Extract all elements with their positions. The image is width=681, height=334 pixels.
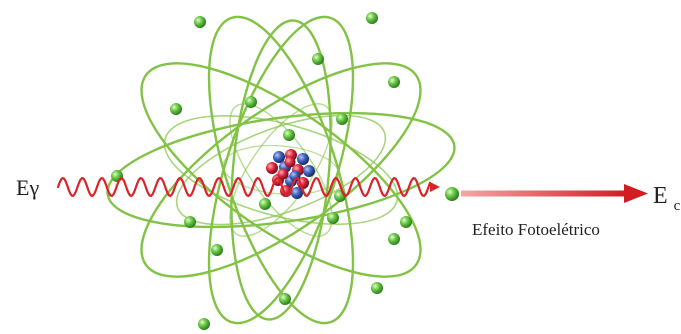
proton [284, 156, 296, 168]
effect-caption: Efeito Fotoelétrico [472, 220, 600, 239]
electron [312, 53, 324, 65]
orbit-7 [163, 114, 399, 226]
electron [371, 282, 383, 294]
orbit-11 [222, 144, 340, 196]
electron-energy-label-main: E [653, 183, 668, 209]
orbit-4 [207, 15, 355, 325]
electron [366, 12, 378, 24]
electron [400, 216, 412, 228]
electron [111, 170, 123, 182]
electron [279, 293, 291, 305]
electron-energy-label: E c [653, 183, 681, 214]
neutron [291, 187, 303, 199]
electron [184, 216, 196, 228]
electron [388, 233, 400, 245]
neutron [297, 153, 309, 165]
right-arrow-icon [624, 184, 648, 203]
electrons [111, 12, 459, 330]
ejected-electron-arrow [461, 184, 648, 203]
orbit-9 [229, 103, 333, 237]
electron [245, 96, 257, 108]
electron [388, 76, 400, 88]
photon-arrowhead [430, 182, 440, 192]
arrow-shaft [461, 190, 626, 197]
orbit-8 [175, 114, 387, 226]
neutron [273, 151, 285, 163]
electron-energy-label-sub: c [674, 198, 681, 214]
atom-orbits [106, 15, 456, 325]
electron [336, 113, 348, 125]
photon-wave [56, 176, 432, 198]
electron [170, 103, 182, 115]
photon-energy-label: Eγ [16, 175, 39, 200]
electron [327, 212, 339, 224]
photon [56, 176, 440, 198]
orbit-3 [140, 62, 422, 278]
electron [198, 318, 210, 330]
electron [445, 187, 459, 201]
electron [259, 198, 271, 210]
electron [211, 244, 223, 256]
electron [194, 16, 206, 28]
orbit-2 [140, 62, 422, 278]
neutron [303, 165, 315, 177]
orbit-5 [207, 15, 355, 325]
proton [277, 168, 289, 180]
proton [266, 162, 278, 174]
orbit-6 [230, 19, 332, 321]
electron [283, 129, 295, 141]
